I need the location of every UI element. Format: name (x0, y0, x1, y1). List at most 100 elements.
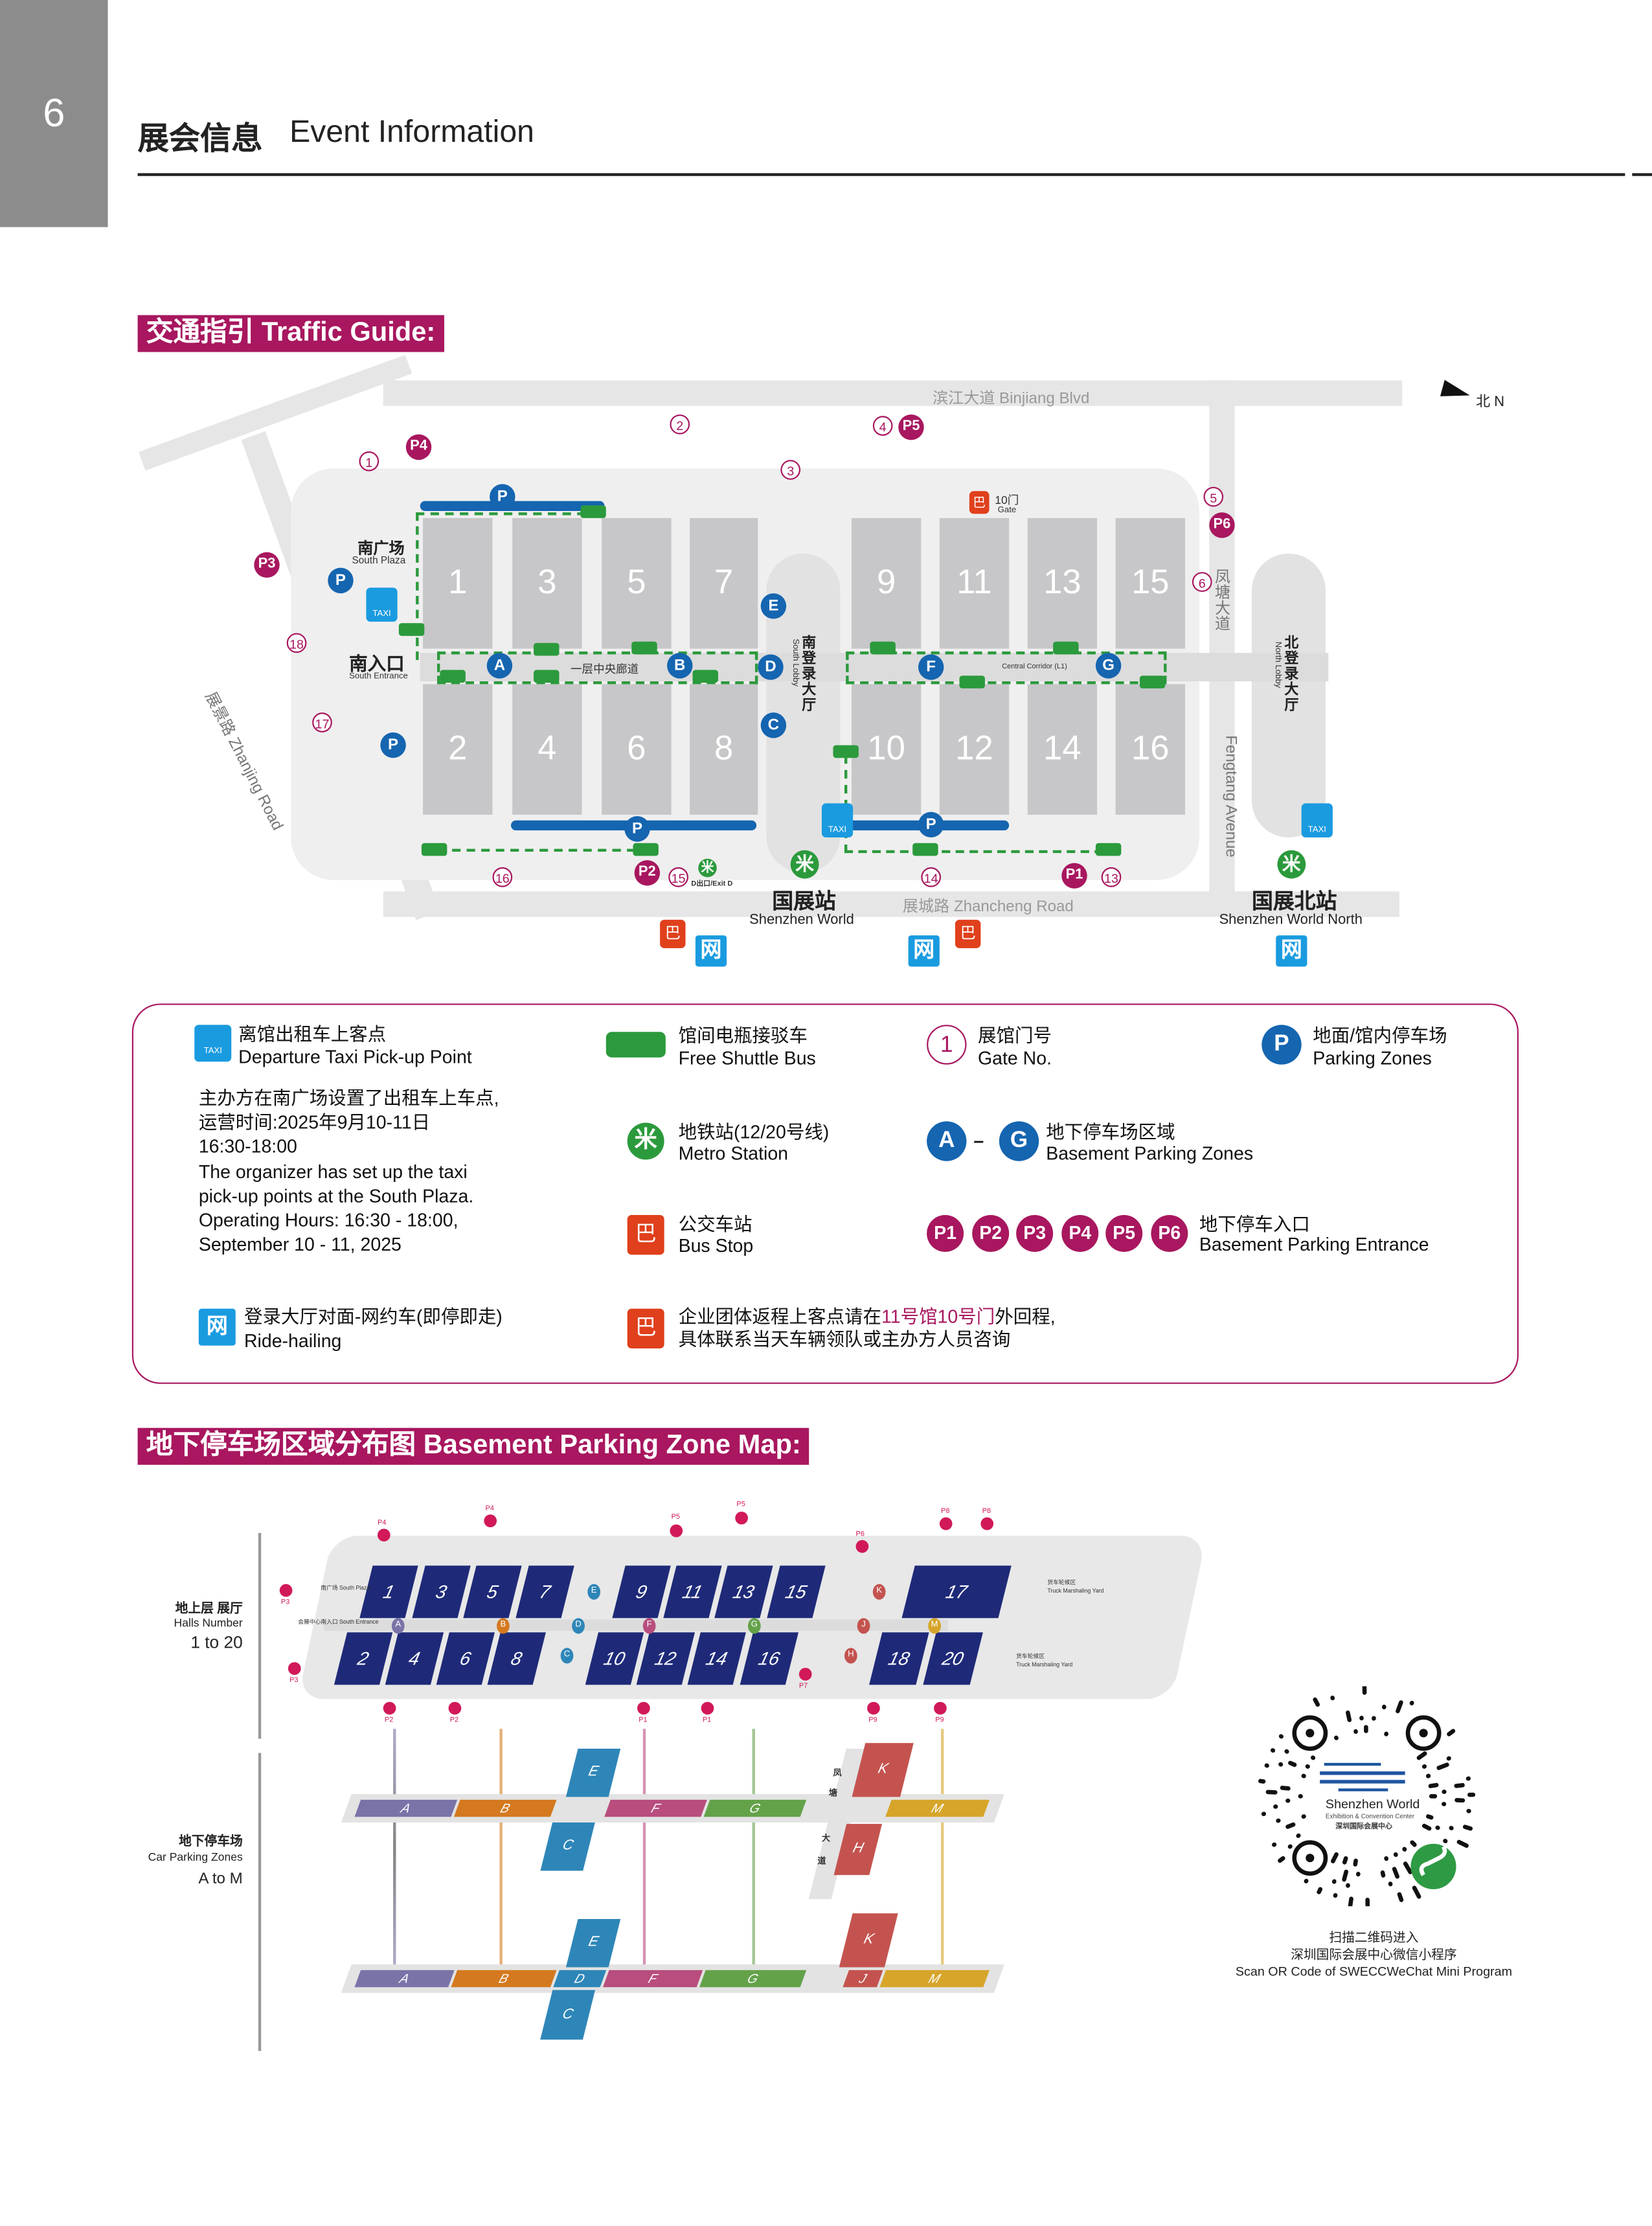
parking-entrance-p3: P3 (254, 552, 280, 578)
connector-line-b (499, 1729, 503, 1970)
entrance-arrow-icon (448, 1701, 462, 1715)
parking-entrance-p5: P5 (898, 414, 924, 440)
entrance-label: P2 (449, 1716, 459, 1725)
taxi-pickup-icon: TAXI (821, 803, 854, 838)
entrance-label: P7 (798, 1682, 808, 1691)
south-plaza-cn: 南广场 (357, 540, 405, 558)
hall-3: 3 (512, 517, 582, 649)
truck-yard-cn-2: 货车轮候区 (1016, 1652, 1045, 1659)
shuttle-bus-icon (398, 623, 425, 636)
parking-zone-icon: P (918, 812, 944, 838)
qr-module (1425, 1814, 1434, 1820)
entrance-p3-legend: P3 (1016, 1214, 1054, 1252)
qr-module (1317, 1887, 1323, 1894)
parking-zone-icon: P (328, 567, 354, 594)
entrance-label: P9 (868, 1716, 877, 1725)
shuttle-route-station (844, 755, 1117, 854)
bus-stop-icon: 巴 (969, 491, 990, 514)
zone-range-dash: – (973, 1130, 984, 1152)
qr-module (1412, 1885, 1421, 1899)
entrance-p1-legend: P1 (927, 1214, 964, 1252)
entrance-p2-legend: P2 (972, 1214, 1010, 1252)
l2-zone-b: B (451, 1970, 557, 1988)
hall-6: 6 (602, 684, 672, 815)
entrance-arrow-icon (377, 1528, 390, 1542)
shuttle-bus-icon (534, 670, 560, 683)
l1-zone-a: A (354, 1799, 458, 1817)
truck-yard-cn: 货车轮候区 (1047, 1578, 1076, 1585)
south-entrance-en: South Entrance (349, 672, 408, 681)
parking-entrance-p1: P1 (1061, 863, 1087, 889)
marker-zone-c: C (560, 1648, 574, 1664)
hall-2: 2 (423, 684, 493, 815)
road-label-zhancheng: 展城路 Zhancheng Road (902, 898, 1074, 916)
l2-zone-e: E (565, 1919, 621, 1968)
truck-yard-en: Truck Marshaling Yard (1047, 1587, 1104, 1595)
legend-box (131, 1003, 1519, 1384)
wechat-qr-code[interactable]: Shenzhen World Exhibition & Convention C… (1256, 1683, 1477, 1910)
south-lobby-en: South Lobby (790, 639, 799, 687)
gate-marker-5: 5 (1203, 486, 1224, 507)
marker-zone-a: A (391, 1618, 405, 1634)
bus-stop-icon: 巴 (660, 920, 686, 948)
legend-metro-en: Metro Station (678, 1142, 789, 1164)
qr-module (1397, 1892, 1404, 1902)
entrance-arrow-icon (383, 1701, 396, 1715)
halls-label-cn: 地上层 展厅 (175, 1601, 243, 1616)
gate-marker-18: 18 (286, 633, 307, 653)
station-shenzhen-world-en: Shenzhen World (749, 913, 854, 929)
gate-marker-1: 1 (359, 451, 379, 471)
metro-station-icon: 米 (790, 850, 819, 879)
entrance-p6-legend: P6 (1151, 1214, 1188, 1252)
taxi-note: 主办方在南广场设置了出租车上车点, 运营时间:2025年9月10-11日 16:… (198, 1087, 499, 1255)
shuttle-bus-icon (534, 642, 560, 656)
halls-range: 1 to 20 (190, 1632, 243, 1652)
legend-ride-en: Ride-hailing (243, 1330, 342, 1352)
parking-zone-icon: P (624, 816, 650, 842)
qr-module (1436, 1762, 1449, 1771)
page-title-cn: 展会信息 (137, 120, 263, 157)
qr-module (1428, 1782, 1439, 1788)
legend-zone-en: Basement Parking Zones (1046, 1142, 1254, 1164)
ride-hailing-icon: 网 (908, 935, 940, 967)
shuttle-bus-icon (580, 505, 606, 518)
marker-zone-m: M (928, 1618, 942, 1634)
qr-module (1447, 1729, 1456, 1736)
road-label-fengtang-en: Fengtang Avenue (1221, 735, 1239, 857)
traffic-map: 滨江大道 Binjiang Blvd 展城路 Zhancheng Road 展景… (0, 0, 1652, 994)
zones-axis-line (258, 1753, 262, 2051)
entrance-arrow-icon (279, 1584, 293, 1597)
halls-label-en: Halls Number (174, 1617, 243, 1630)
legend-bus-cn: 公交车站 (678, 1213, 752, 1235)
marker-zone-e: E (587, 1584, 601, 1600)
basement-zone-d: D (758, 654, 784, 680)
entrance-arrow-icon (701, 1701, 714, 1715)
legend-bus-en: Bus Stop (678, 1234, 754, 1256)
shuttle-bus-icon (692, 670, 718, 683)
shuttle-bus-icon (1095, 843, 1122, 856)
entrance-arrow-icon (735, 1512, 748, 1525)
entrance-label: P4 (377, 1518, 387, 1528)
fengtang-char: 塘 (828, 1789, 838, 1799)
gate-marker-13: 13 (1101, 867, 1122, 887)
fengtang-char: 凤 (833, 1769, 842, 1779)
marker-zone-j: J (857, 1618, 870, 1634)
metro-legend-icon: 米 (627, 1122, 664, 1160)
compass-label: 北 N (1476, 394, 1505, 411)
fengtang-char: 道 (817, 1857, 826, 1867)
page-number-tab: 6 (0, 0, 108, 227)
shuttle-bus-legend-icon (605, 1032, 666, 1058)
basement-zone-c: C (760, 712, 787, 738)
entrance-arrow-icon (637, 1701, 650, 1715)
road-binjiang (383, 380, 1403, 406)
entrance-label: P8 (982, 1507, 991, 1516)
l1-zone-m: M (885, 1799, 990, 1817)
qr-module (1454, 1783, 1465, 1788)
parking-map-title: 地下停车场区域分布图 Basement Parking Zone Map: (137, 1427, 809, 1465)
legend-parking-en: Parking Zones (1313, 1047, 1432, 1069)
bus-stop-legend-icon: 巴 (627, 1214, 664, 1255)
qr-logo-cn: 深圳国际会展中心 (1335, 1822, 1392, 1832)
gate-marker-2: 2 (670, 414, 690, 435)
central-corridor (420, 653, 1329, 681)
shuttle-route-corridor-east (846, 651, 1167, 685)
